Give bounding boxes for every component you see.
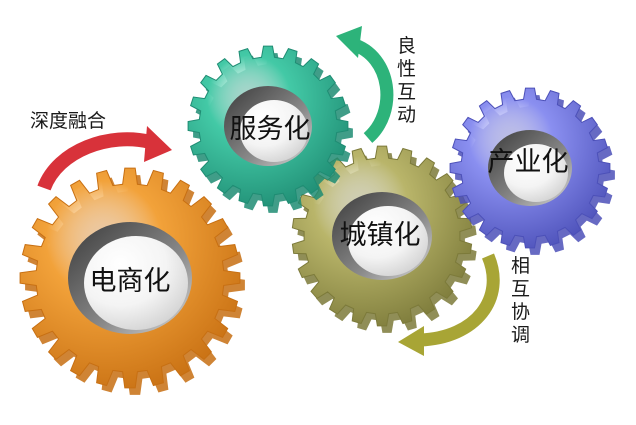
benign-interaction-text: 良 性 互 动 [397,35,416,126]
ecommerce-label: 电商化 [90,266,171,297]
deep-integration-text: 深度融合 [30,110,106,132]
benign-char-4: 动 [397,104,416,126]
benign-char-2: 性 [397,58,416,80]
urbanization-gear [291,145,477,333]
coordination-char-2: 互 [511,278,530,300]
mutual-coordination-arrow [398,253,500,356]
coordination-char-3: 协 [511,301,530,323]
benign-char-1: 良 [397,35,416,57]
services-gear [187,45,353,213]
coordination-char-1: 相 [511,255,530,277]
benign-char-3: 互 [397,81,416,103]
services-label: 服务化 [230,114,311,145]
coordination-char-4: 调 [511,324,530,346]
industry-gear [449,87,615,255]
mutual-coordination-text: 相 互 协 调 [511,255,530,346]
ecommerce-gear [19,167,245,395]
urbanization-hole [348,206,428,276]
ecommerce-hole [84,236,188,330]
deep-integration-arrow [37,126,172,191]
urbanization-label: 城镇化 [340,220,421,251]
benign-interaction-arrow [336,26,394,143]
services-hole [240,100,308,162]
industry-label: 产业化 [488,147,569,178]
industry-hole [504,144,568,202]
